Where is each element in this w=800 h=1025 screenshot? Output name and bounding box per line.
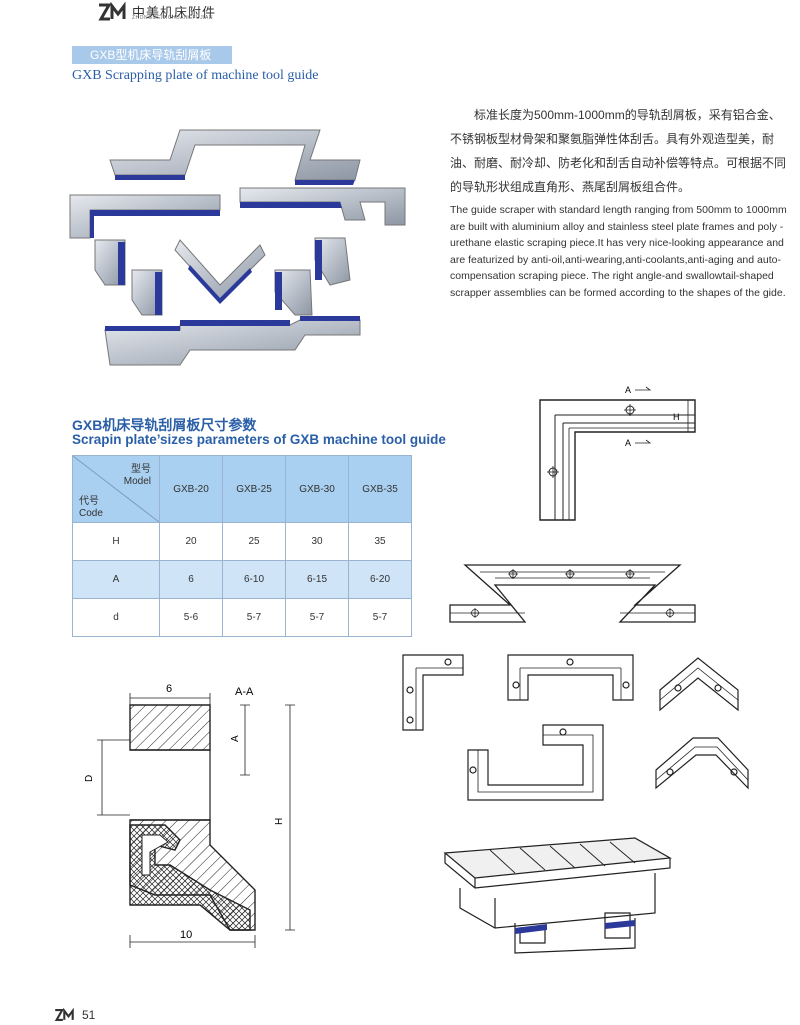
product-title-cn: GXB型机床导轨刮屑板: [72, 46, 232, 64]
table-cell: 6: [159, 560, 223, 599]
assembly-drawings: [402, 654, 749, 801]
page-number: 51: [82, 1008, 96, 1022]
height-dim-label: H: [673, 412, 680, 422]
model-header: GXB-25: [222, 455, 286, 523]
section-a-bottom-label: A: [625, 438, 631, 448]
table-cell: 20: [159, 522, 223, 561]
swallowtail-scraper-drawing: [449, 564, 696, 623]
table-corner-cell: 型号 Model 代号 Code: [72, 455, 160, 523]
section-aa-title: A-A: [235, 686, 254, 698]
intro-text-en: The guide scraper with standard length r…: [450, 204, 787, 299]
table-row: d 5-6 5-7 5-7 5-7: [72, 598, 412, 637]
row-code: A: [72, 560, 160, 599]
footer-logo-icon: [54, 1008, 74, 1021]
model-header: GXB-35: [348, 455, 412, 523]
section-title-cn: GXB机床导轨刮屑板尺寸参数: [72, 417, 257, 433]
table-cell: 5-7: [348, 598, 412, 637]
dim-d-label: D: [84, 775, 95, 782]
company-logo-icon: [98, 2, 126, 21]
product-photo: [69, 129, 406, 366]
dim-a-label: A: [230, 735, 241, 742]
brand-name-cn: 中美机床附件: [132, 5, 217, 20]
table-row: H 20 25 30 35: [72, 522, 412, 561]
spec-table: 型号 Model 代号 Code GXB-20 GXB-25 GXB-30 GX…: [72, 455, 412, 637]
row-code: d: [72, 598, 160, 637]
table-cell: 30: [285, 522, 349, 561]
table-cell: 5-6: [159, 598, 223, 637]
table-cell: 25: [222, 522, 286, 561]
corner-code-cn: 代号: [79, 496, 99, 507]
section-title-en: Scrapin plate’sizes parameters of GXB ma…: [72, 432, 446, 447]
table-header-row: 型号 Model 代号 Code GXB-20 GXB-25 GXB-30 GX…: [72, 455, 412, 523]
corner-code-en: Code: [79, 508, 103, 519]
table-cell: 5-7: [222, 598, 286, 637]
dim-h-label: H: [274, 818, 285, 825]
intro-text-cn: 标准长度为500mm-1000mm的导轨刮屑板，采有铝合金、不锈钢板型材骨架和聚…: [450, 108, 787, 194]
model-header: GXB-30: [285, 455, 349, 523]
row-code: H: [72, 522, 160, 561]
table-cell: 6-15: [285, 560, 349, 599]
corner-model-en: Model: [123, 476, 151, 487]
brand-name-en: ZHONGMEIJICHUANGFUJIAN: [132, 15, 213, 21]
product-title-en: GXB Scrapping plate of machine tool guid…: [72, 68, 319, 83]
dim-bottom-label: 10: [180, 929, 192, 941]
table-cell: 6-10: [222, 560, 286, 599]
model-header: GXB-20: [159, 455, 223, 523]
table-cell: 5-7: [285, 598, 349, 637]
section-a-top-label: A: [625, 385, 631, 395]
angle-scraper-drawing: H A A: [539, 385, 696, 521]
dim-top-label: 6: [166, 683, 172, 695]
table-cell: 6-20: [348, 560, 412, 599]
table-cell: 35: [348, 522, 412, 561]
table-row: A 6 6-10 6-15 6-20: [72, 560, 412, 599]
corner-model-cn: 型号: [131, 464, 151, 475]
machine-table-drawing: [443, 837, 672, 954]
section-aa-drawing: 6 A-A A D H 10: [84, 683, 295, 948]
